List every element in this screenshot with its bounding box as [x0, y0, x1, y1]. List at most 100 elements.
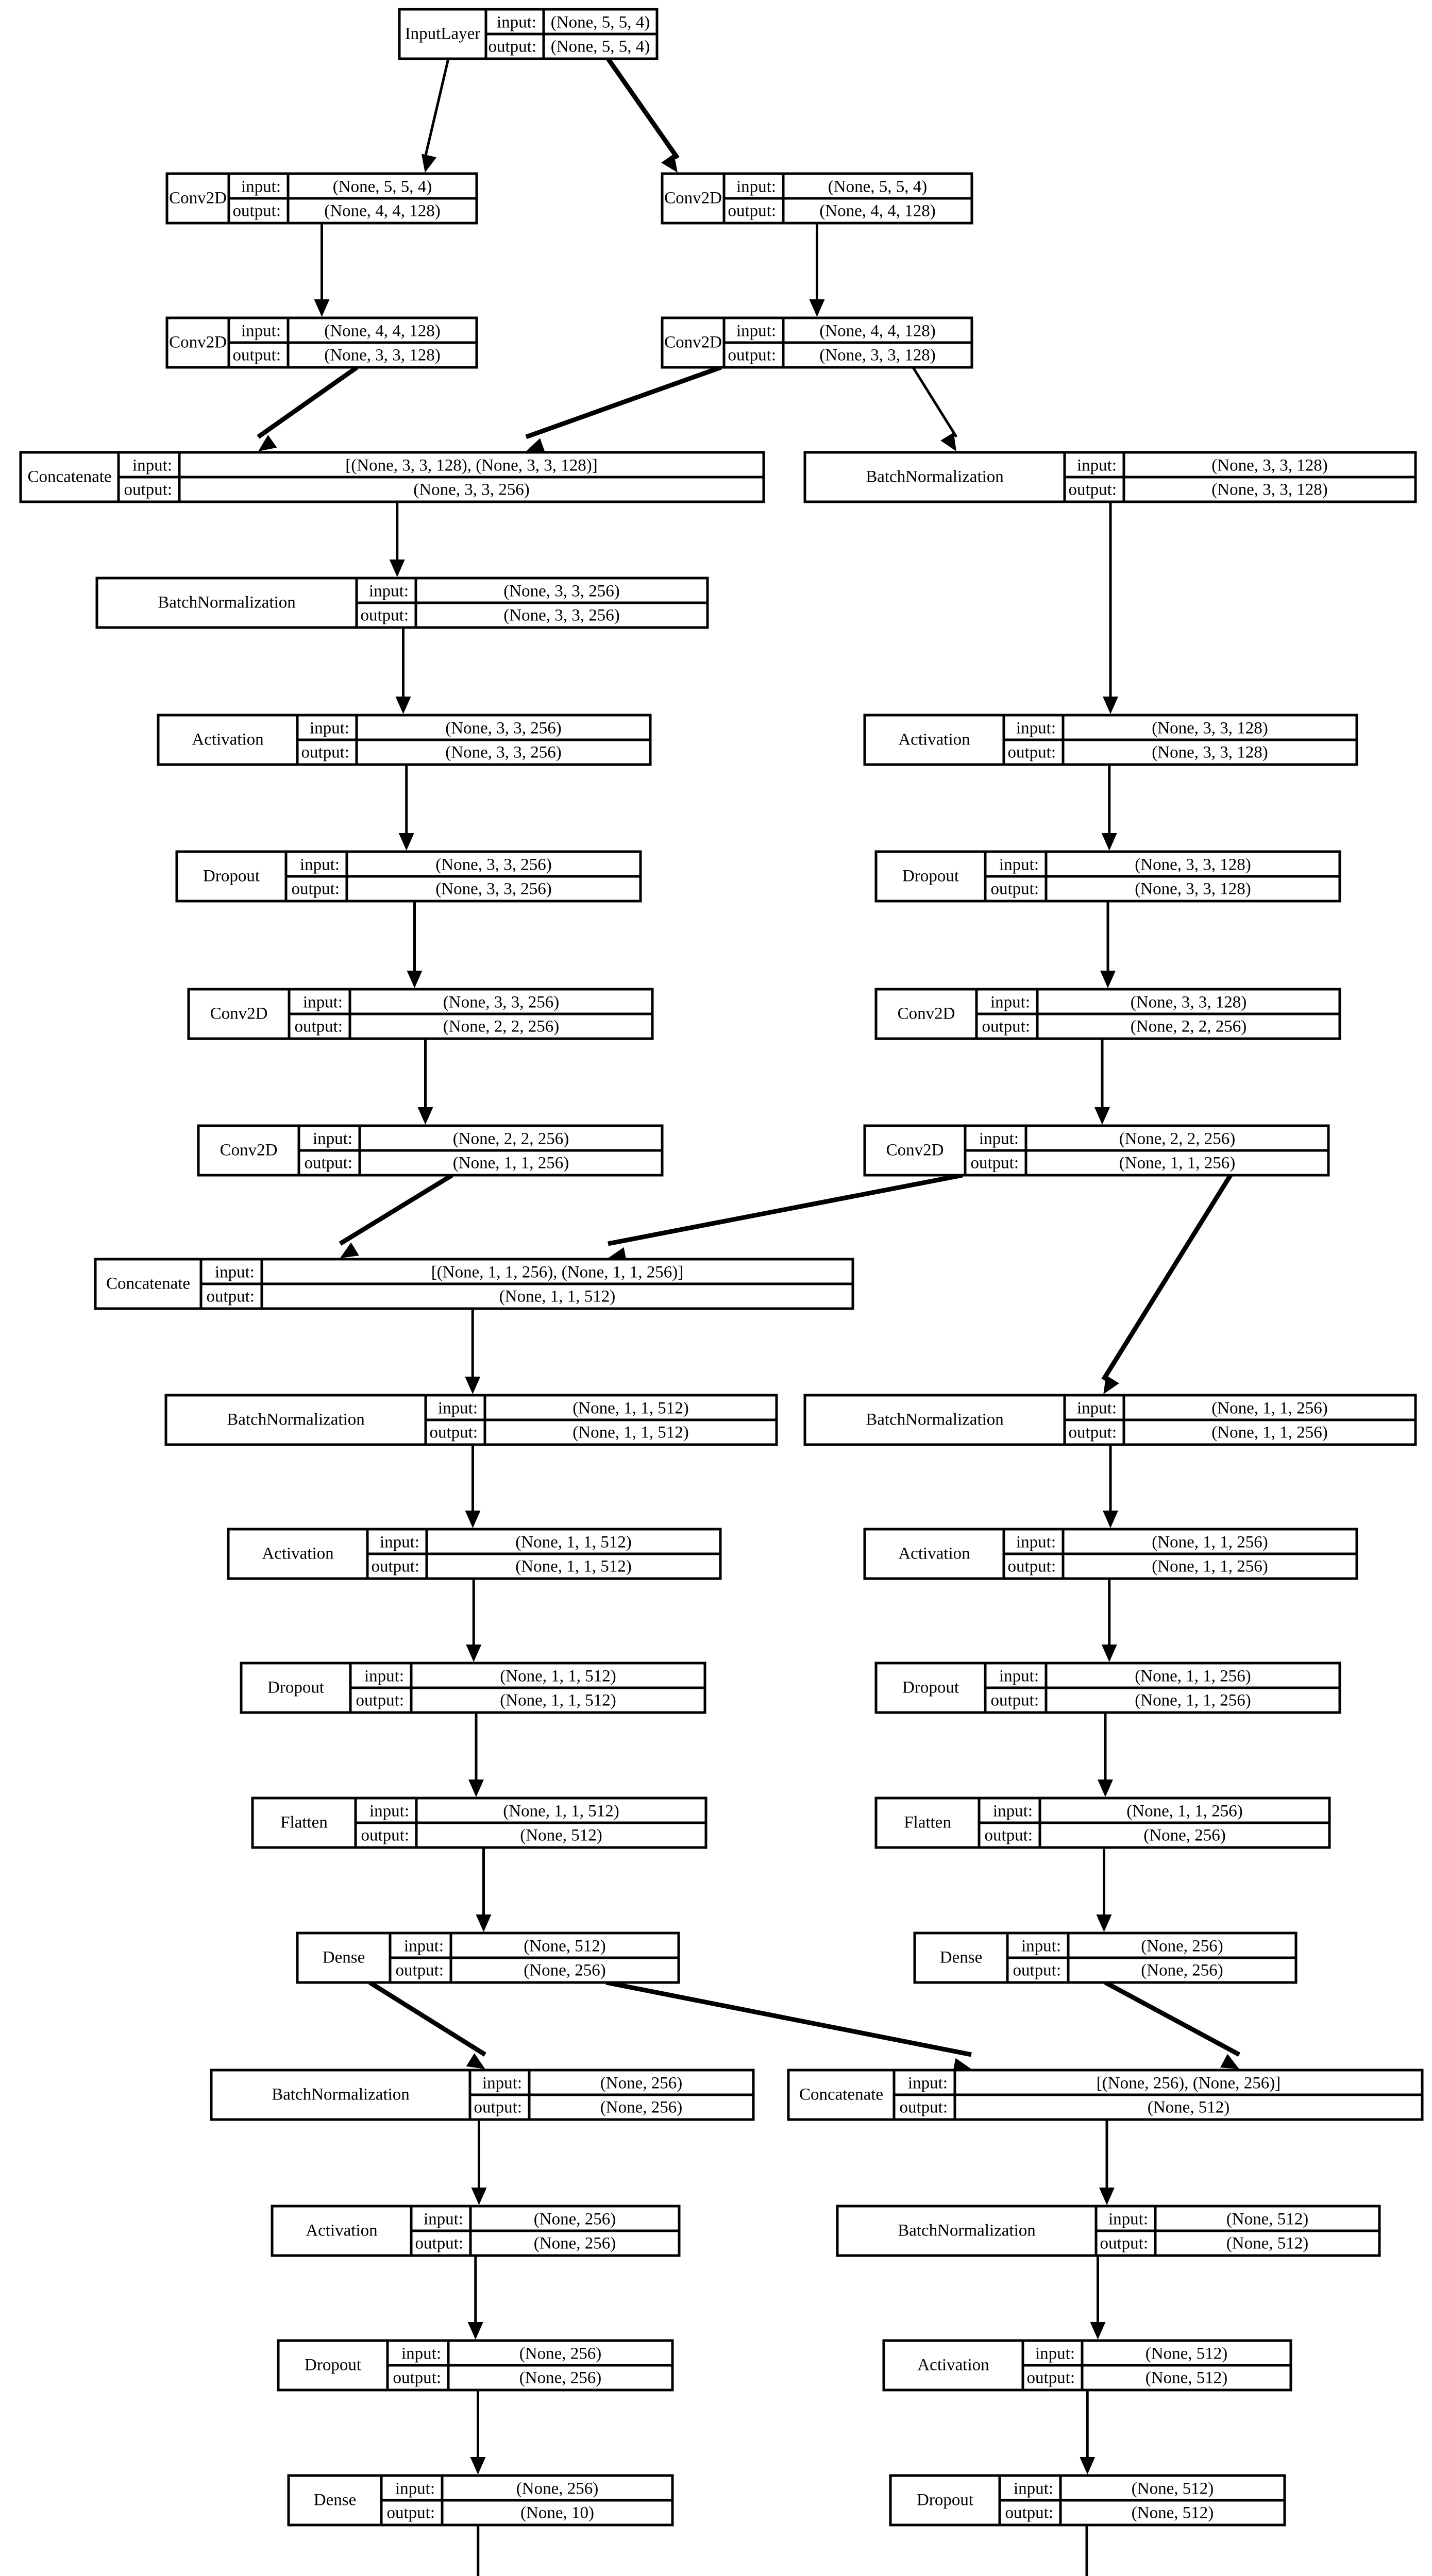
edge-arrowhead [1096, 1914, 1112, 1932]
edge-arrowhead [465, 1511, 481, 1528]
input-shape-value: (None, 2, 2, 256) [453, 1129, 569, 1148]
graph-edge [395, 628, 411, 714]
layer-type-label: Flatten [904, 1814, 951, 1832]
layer-type-label: Conv2D [664, 333, 722, 352]
graph-edge [476, 1848, 492, 1932]
input-key-label: input: [313, 1129, 352, 1148]
layer-type-label: Activation [917, 2356, 989, 2375]
layer-type-label: Activation [898, 731, 970, 749]
output-key-label: output: [395, 1961, 444, 1980]
graph-edge [1100, 901, 1116, 988]
edge-arrowhead [1103, 697, 1118, 714]
output-key-label: output: [304, 1154, 352, 1173]
output-key-label: output: [1007, 1557, 1056, 1576]
input-key-label: input: [241, 321, 281, 340]
edge-arrowhead [258, 435, 277, 451]
graph-edge [1101, 1174, 1233, 1394]
output-key-label: output: [1068, 481, 1117, 499]
graph-edge [417, 1039, 433, 1125]
input-key-label: input: [1077, 456, 1117, 474]
layer-type-label: Concatenate [106, 1275, 190, 1293]
input-shape-value: (None, 3, 3, 128) [1135, 855, 1251, 874]
output-key-label: output: [488, 38, 536, 56]
input-key-label: input: [908, 2074, 948, 2092]
edge-arrowhead [661, 154, 678, 173]
edge-layer [257, 57, 1241, 2576]
output-shape-value: (None, 512) [1226, 2234, 1308, 2253]
edge-arrowhead [421, 154, 437, 173]
graph-edge [608, 1173, 963, 1263]
layer-type-label: Dropout [902, 867, 959, 886]
graph-edge [1099, 2120, 1115, 2205]
output-shape-value: (None, 1, 1, 512) [572, 1423, 688, 1442]
input-shape-value: [(None, 3, 3, 128), (None, 3, 3, 128)] [345, 456, 597, 474]
edge-shaft [605, 1980, 972, 2057]
input-shape-value: (None, 256) [1141, 1937, 1223, 1955]
output-shape-value: (None, 3, 3, 256) [445, 743, 561, 762]
output-key-label: output: [124, 481, 172, 499]
input-key-label: input: [369, 582, 409, 600]
output-shape-value: (None, 512) [1132, 2504, 1214, 2522]
layer-type-label: Dropout [917, 2491, 973, 2510]
graph-edge [467, 2256, 483, 2340]
edge-arrowhead [398, 833, 414, 851]
output-shape-value: (None, 256) [1143, 1826, 1225, 1845]
output-shape-value: (None, 1, 1, 512) [499, 1287, 615, 1306]
graph-edge [368, 1980, 486, 2069]
edge-arrowhead [1090, 2322, 1106, 2340]
output-key-label: output: [294, 1018, 343, 1036]
edge-shaft [424, 58, 450, 159]
layer-type-label: BatchNormalization [898, 2222, 1036, 2240]
input-key-label: input: [241, 177, 281, 196]
input-shape-value: (None, 4, 4, 128) [324, 321, 440, 340]
edge-arrowhead [940, 432, 956, 451]
output-key-label: output: [982, 1018, 1030, 1036]
input-shape-value: (None, 512) [1132, 2479, 1214, 2498]
input-key-label: input: [369, 1802, 409, 1820]
input-key-label: input: [1077, 1399, 1117, 1417]
input-shape-value: (None, 1, 1, 256) [1135, 1667, 1251, 1685]
output-key-label: output: [206, 1287, 255, 1306]
graph-edge [912, 366, 958, 451]
graph-edge [465, 1445, 481, 1528]
output-shape-value: (None, 512) [1145, 2369, 1227, 2387]
input-shape-value: [(None, 1, 1, 256), (None, 1, 1, 256)] [431, 1263, 683, 1281]
output-shape-value: (None, 1, 1, 256) [1211, 1423, 1327, 1442]
